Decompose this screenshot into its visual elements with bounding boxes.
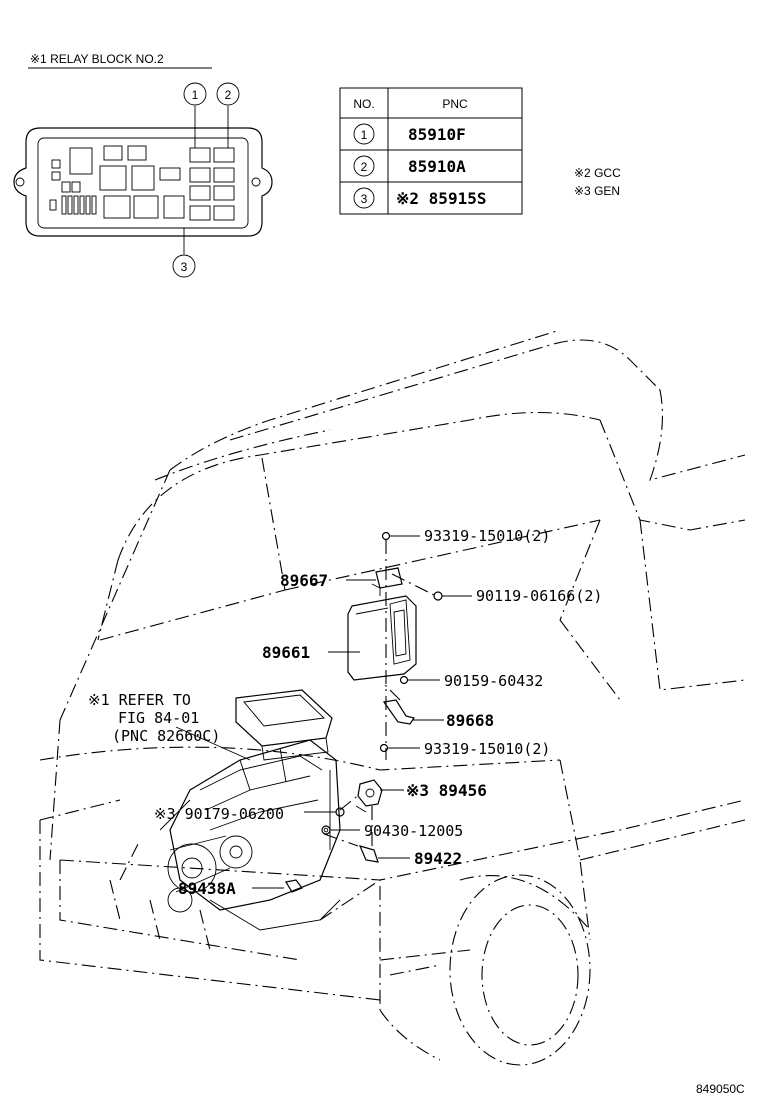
table-header-pnc: PNC <box>442 97 468 111</box>
part-label: 89667 <box>280 571 328 590</box>
note-gcc: ※2 GCC <box>574 166 621 180</box>
washer-icon <box>321 825 331 835</box>
refer-note: (PNC 82660C) <box>112 727 220 745</box>
nut-icon <box>433 591 443 601</box>
callout-1 <box>183 82 207 106</box>
svg-text:2: 2 <box>225 88 232 102</box>
figure-code: 849050C <box>696 1082 745 1096</box>
part-label: 89661 <box>262 643 310 662</box>
relay-block-title: ※1 RELAY BLOCK NO.2 <box>30 52 164 66</box>
svg-text:1: 1 <box>192 88 199 102</box>
nut-icon <box>335 807 345 817</box>
part-labels: 93319-15010(2) 89667 90119-06166(2) 8966… <box>88 527 602 898</box>
table-row-pnc: 85910F <box>408 125 466 144</box>
part-label: 89422 <box>414 849 462 868</box>
part-label: ※3 90179-06200 <box>154 805 284 823</box>
table-row-no: 3 <box>361 192 368 206</box>
callout-3 <box>172 254 196 278</box>
van-outline <box>39 329 746 1066</box>
part-label: 90159-60432 <box>444 672 543 690</box>
refer-note: FIG 84-01 <box>118 709 199 727</box>
table-row-no: 1 <box>361 128 368 142</box>
part-label: 89668 <box>446 711 494 730</box>
part-label: 90119-06166(2) <box>476 587 602 605</box>
bolt-icon <box>399 675 409 685</box>
pnc-table: NO. PNC 1 2 3 85910F 85910A ※2 85915S <box>339 87 523 215</box>
engine-assembly <box>159 689 341 931</box>
table-row-pnc: ※2 85915S <box>396 189 486 208</box>
callout-2 <box>216 82 240 106</box>
relay-block-inset: ※1 RELAY BLOCK NO.2 <box>13 52 273 278</box>
table-row-pnc: 85910A <box>408 157 466 176</box>
note-gen: ※3 GEN <box>574 184 620 198</box>
part-label: 89438A <box>178 879 236 898</box>
part-label: ※3 89456 <box>406 781 487 800</box>
part-label: 90430-12005 <box>364 822 463 840</box>
table-row-no: 2 <box>361 160 368 174</box>
ecu-group <box>285 531 443 893</box>
refer-note: ※1 REFER TO <box>88 691 191 709</box>
bolt-icon <box>381 531 391 541</box>
part-label: 93319-15010(2) <box>424 740 550 758</box>
leader-lines <box>175 535 472 889</box>
part-label: 93319-15010(2) <box>424 527 550 545</box>
table-header-no: NO. <box>353 97 374 111</box>
ecu-module <box>347 595 417 681</box>
bolt-icon <box>379 743 389 753</box>
svg-text:3: 3 <box>181 260 188 274</box>
